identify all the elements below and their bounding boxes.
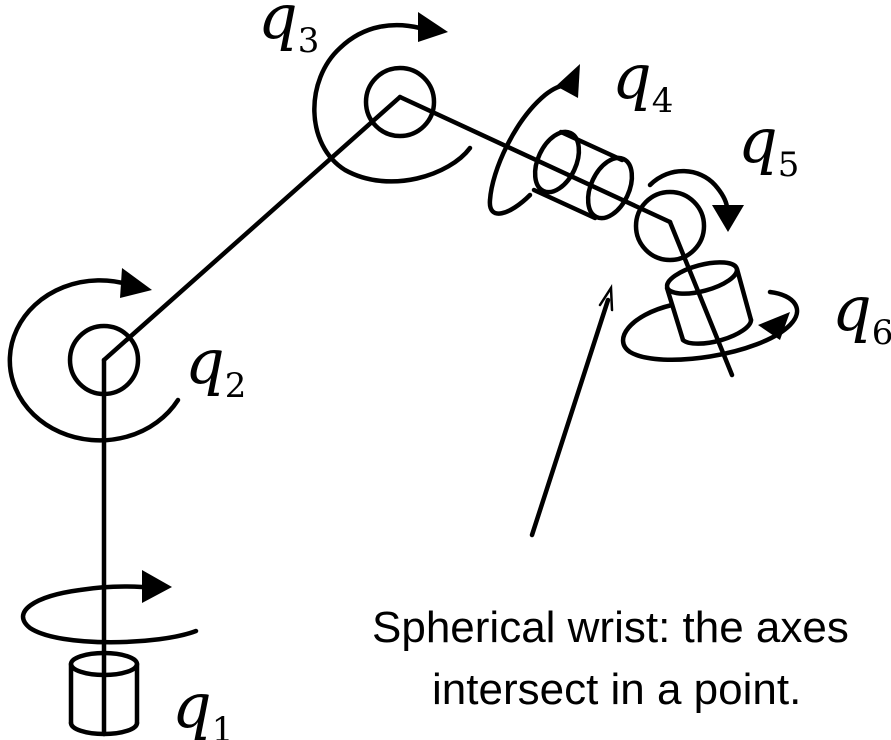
arrow-head-q3 <box>418 12 448 42</box>
arm-links <box>101 94 735 737</box>
joint-q3 <box>312 12 473 184</box>
arrow-head-q6 <box>758 312 790 340</box>
caption-line-2: intersect in a point. <box>432 665 801 714</box>
rotation-arrow-q2 <box>7 278 181 443</box>
joint-circle-q2 <box>67 323 141 397</box>
label-q1: q1 <box>172 669 233 740</box>
joint-q5 <box>633 168 744 263</box>
cylinder-q6 <box>664 260 754 346</box>
label-q5: q5 <box>738 104 799 185</box>
rotation-arrow-q4 <box>487 82 571 216</box>
rotation-arrow-q5 <box>647 168 730 210</box>
joint-q6 <box>620 260 800 363</box>
cylinder-q1 <box>68 650 140 737</box>
label-q2: q2 <box>185 325 246 406</box>
link-wrist-tool <box>667 219 735 378</box>
arrow-head-q5 <box>712 205 744 232</box>
label-q4: q4 <box>612 40 673 121</box>
link-shoulder-elbow <box>101 94 403 363</box>
joint-q1 <box>20 570 199 737</box>
wrist-pointer-arrow <box>529 284 614 538</box>
joint-circle-q3 <box>363 65 437 139</box>
caption-line-1: Spherical wrist: the axes <box>372 603 849 652</box>
link-elbow-wrist <box>397 94 673 225</box>
label-q6: q6 <box>832 272 891 353</box>
cylinder-q4 <box>531 129 635 221</box>
rotation-arrow-q1 <box>20 584 199 645</box>
rotation-arrow-q3 <box>312 22 473 184</box>
arrow-head-q4 <box>556 64 580 98</box>
arrow-head-q2 <box>120 268 152 298</box>
rotation-arrow-q6 <box>620 289 800 363</box>
arrow-head-q1 <box>142 570 172 603</box>
joint-circle-q5 <box>633 189 707 263</box>
label-q3: q3 <box>258 0 319 61</box>
joint-q2 <box>7 268 181 443</box>
joint-q4 <box>487 64 635 221</box>
